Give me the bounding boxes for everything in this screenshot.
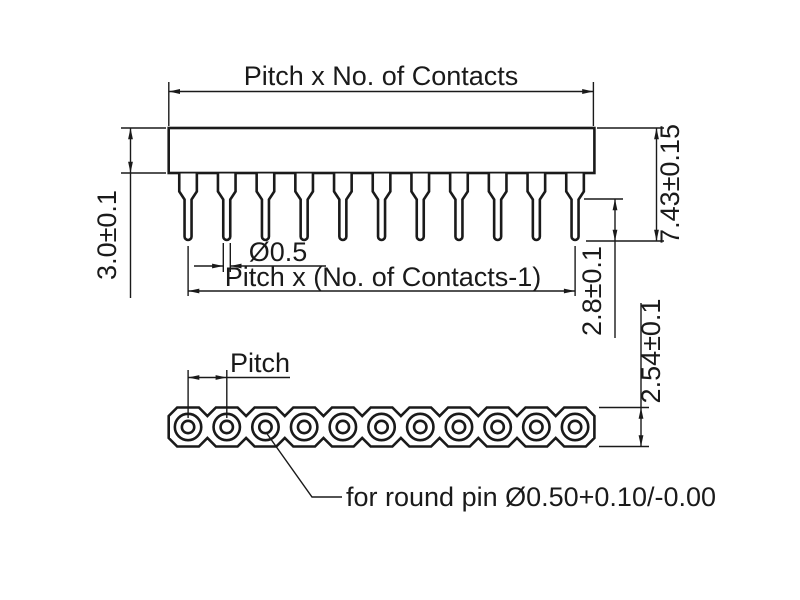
dim-body-height-label: 3.0±0.1 (92, 190, 122, 280)
dim-overall-height-label: 7.43±0.15 (655, 124, 685, 244)
arrow-up-icon (639, 408, 644, 419)
solder-pin (179, 174, 197, 241)
dim-overall-width-label: Pitch x No. of Contacts (244, 61, 519, 91)
dim-contact-span: Pitch x (No. of Contacts-1) (188, 246, 575, 296)
solder-pin (528, 174, 546, 241)
contact-hole (182, 421, 194, 433)
arrow-up-icon (613, 199, 618, 210)
arrow-right-icon (216, 375, 227, 380)
dim-body-height: 3.0±0.1 (92, 128, 166, 298)
arrow-right-icon (212, 264, 223, 269)
contact-holes-row (175, 414, 588, 440)
solder-pin (218, 174, 236, 241)
solder-pin (334, 174, 352, 241)
solder-pin (411, 174, 429, 241)
contact-hole (337, 421, 349, 433)
contact-hole (375, 421, 387, 433)
solder-pin (566, 174, 584, 241)
top-view-side-elevation (169, 128, 595, 240)
solder-pin (489, 174, 507, 241)
contact-hole (414, 421, 426, 433)
pin-row (179, 174, 584, 241)
contact-hole (453, 421, 465, 433)
contact-hole (569, 421, 581, 433)
dim-overall-width: Pitch x No. of Contacts (169, 61, 594, 126)
dim-contact-span-label: Pitch x (No. of Contacts-1) (225, 262, 542, 292)
contact-hole (221, 421, 233, 433)
arrow-up-icon (128, 128, 133, 139)
round-pin-note-label: for round pin Ø0.50+0.10/-0.00 (346, 482, 716, 512)
arrow-right-icon (582, 89, 593, 94)
arrow-right-icon (564, 289, 575, 294)
solder-pin (373, 174, 391, 241)
arrow-down-icon (639, 435, 644, 446)
contact-hole (298, 421, 310, 433)
bottom-view-strip (169, 408, 595, 447)
solder-pin (295, 174, 313, 241)
arrow-left-icon (169, 89, 180, 94)
contact-hole (491, 421, 503, 433)
solder-pin (257, 174, 275, 241)
dim-row-height-label: 2.54±0.1 (636, 299, 666, 404)
contact-hole (259, 421, 271, 433)
arrow-left-icon (188, 289, 199, 294)
arrow-down-icon (613, 230, 618, 241)
contact-hole (530, 421, 542, 433)
dim-pin-protrusion-label: 2.8±0.1 (577, 246, 607, 336)
dim-row-height: 2.54±0.1 (599, 299, 666, 447)
dim-overall-height: 7.43±0.15 (586, 124, 685, 244)
arrow-down-icon (128, 162, 133, 173)
dim-pin-protrusion: 2.8±0.1 (577, 199, 623, 338)
arrow-left-icon (188, 375, 199, 380)
solder-pin (450, 174, 468, 241)
connector-body-outline (169, 128, 595, 173)
dim-pitch-label: Pitch (230, 348, 290, 378)
